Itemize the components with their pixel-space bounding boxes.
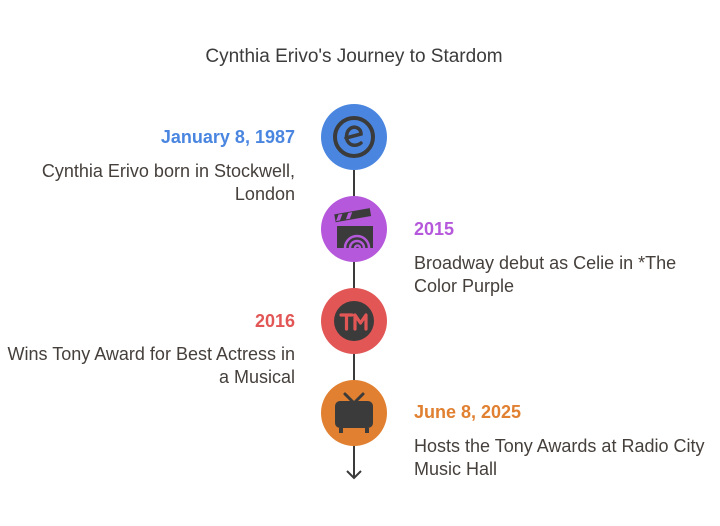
event-description-3: Wins Tony Award for Best Actress in a Mu… <box>7 344 295 387</box>
event-description-2: Broadway debut as Celie in *The Color Pu… <box>414 253 677 296</box>
timeline-connector <box>353 353 355 380</box>
timeline-connector <box>353 170 355 197</box>
timeline-connector <box>353 262 355 288</box>
timeline-arrow-icon <box>346 446 362 480</box>
event-date-2: 2015 <box>414 219 455 239</box>
event-date-3: 2016 <box>254 311 295 331</box>
clapperboard-icon <box>326 208 373 249</box>
diagram-title: Cynthia Erivo's Journey to Stardom <box>205 46 503 67</box>
event-description-4: Hosts the Tony Awards at Radio City Musi… <box>414 436 705 479</box>
event-node-4 <box>321 380 387 446</box>
event-date-1: January 8, 1987 <box>160 127 295 147</box>
event-description-1: Cynthia Erivo born in Stockwell, London <box>41 161 295 204</box>
event-node-2 <box>321 196 387 262</box>
e-letter-icon <box>333 116 375 158</box>
trademark-icon <box>334 301 374 341</box>
event-node-3 <box>321 288 387 354</box>
event-node-1 <box>321 104 387 170</box>
television-icon <box>335 392 373 433</box>
event-date-4: June 8, 2025 <box>414 402 522 422</box>
